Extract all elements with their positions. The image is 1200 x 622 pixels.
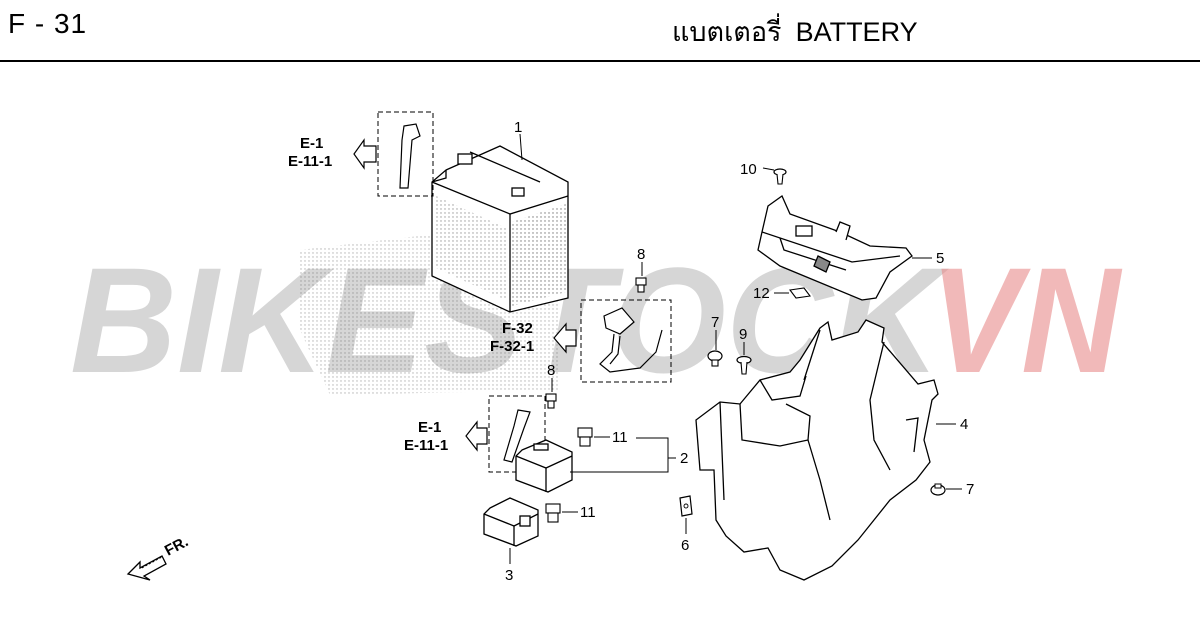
page-title: แบตเตอรี่ BATTERY <box>672 10 932 53</box>
callout-8a: 8 <box>637 246 645 263</box>
clip-12 <box>789 287 811 299</box>
bolt-8-upper <box>635 277 647 293</box>
callout-10: 10 <box>740 161 757 178</box>
callout-12: 12 <box>753 285 770 302</box>
ref-mid-line2: F-32-1 <box>490 338 534 355</box>
callout-1: 1 <box>514 119 522 136</box>
reference-arrow-mid: F-32 F-32-1 <box>490 320 577 355</box>
ref-low-line2: E-11-1 <box>404 437 448 454</box>
callout-11b: 11 <box>580 504 596 521</box>
callout-7b: 7 <box>966 481 974 498</box>
screw-7-lower <box>930 483 946 496</box>
watermark: BIKESTOCK VN <box>70 236 1122 404</box>
ref-top-line1: E-1 <box>300 135 323 152</box>
title-thai: แบตเตอรี่ <box>672 17 782 47</box>
leader-1 <box>519 133 523 161</box>
fuse-11-upper <box>577 427 593 447</box>
reference-arrow-top: E-1 E-11-1 <box>288 135 377 170</box>
battery-cable-top <box>377 111 434 197</box>
fuse-box-3 <box>483 497 539 547</box>
screw-10 <box>773 168 787 185</box>
callout-4: 4 <box>960 416 968 433</box>
watermark-accent: VN <box>930 236 1122 404</box>
battery-case-4 <box>695 319 939 581</box>
starter-relay-2 <box>515 439 573 493</box>
callout-7a: 7 <box>711 314 719 331</box>
callout-6: 6 <box>681 537 689 554</box>
fuse-11-lower <box>545 503 561 523</box>
leader-2 <box>570 437 669 473</box>
title-english: BATTERY <box>795 17 918 47</box>
ref-low-line1: E-1 <box>418 419 441 436</box>
plate-6 <box>679 495 693 517</box>
screw-7-upper <box>707 350 723 367</box>
bolt-8-lower <box>545 393 557 409</box>
callout-8b: 8 <box>547 362 555 379</box>
header-divider <box>0 60 1200 62</box>
ref-top-line2: E-11-1 <box>288 153 332 170</box>
battery <box>431 145 569 313</box>
page-header: F - 31 แบตเตอรี่ BATTERY <box>0 0 1200 62</box>
battery-bracket <box>757 195 913 301</box>
callout-3: 3 <box>505 567 513 584</box>
page-code: F - 31 <box>8 8 88 39</box>
callout-9: 9 <box>739 326 747 343</box>
battery-cable-mid <box>580 299 672 383</box>
ref-mid-line1: F-32 <box>502 320 533 337</box>
callout-2: 2 <box>680 450 688 467</box>
reference-arrow-low: E-1 E-11-1 <box>404 419 488 454</box>
front-marker-label: FR. <box>162 533 191 559</box>
callout-11a: 11 <box>612 429 628 446</box>
screw-9 <box>736 355 752 375</box>
callout-5: 5 <box>936 250 944 267</box>
front-direction-marker: FR. <box>126 533 191 581</box>
